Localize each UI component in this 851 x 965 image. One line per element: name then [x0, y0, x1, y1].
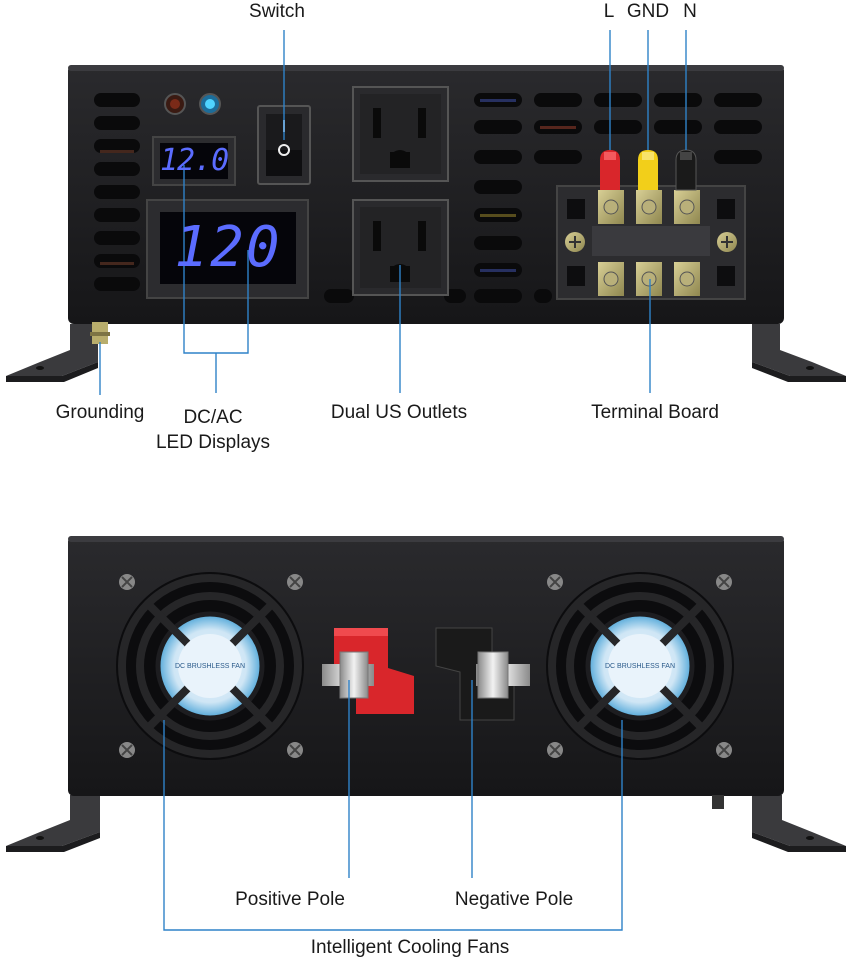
left-cooling-fan: DC BRUSHLESS FAN — [116, 572, 304, 760]
live-wire-terminal — [600, 150, 620, 190]
switch-label: Switch — [249, 1, 305, 22]
power-switch[interactable] — [257, 105, 311, 185]
live-label: L — [603, 1, 615, 22]
ground-label: GND — [626, 1, 670, 22]
rear-ground-post — [712, 795, 724, 809]
left-fan-label: DC BRUSHLESS FAN — [175, 663, 245, 670]
front-right-vents — [324, 93, 762, 303]
ground-wire-terminal — [638, 150, 658, 190]
terminal-board — [556, 185, 746, 300]
right-cooling-fan: DC BRUSHLESS FAN — [546, 572, 734, 760]
ac-display-digits: 120 — [174, 215, 282, 280]
rear-callout-lines — [163, 680, 623, 931]
right-fan-label: DC BRUSHLESS FAN — [605, 663, 675, 670]
negative-pole-label: Negative Pole — [454, 889, 574, 910]
internal-wires — [100, 99, 576, 272]
outlets-label: Dual US Outlets — [330, 402, 468, 423]
cooling-fans-label: Intelligent Cooling Fans — [310, 937, 510, 958]
dc-voltage-display — [152, 136, 236, 186]
rear-right-mounting-foot — [752, 795, 846, 852]
front-left-mounting-foot — [6, 324, 98, 382]
neutral-wire-terminal — [675, 149, 697, 191]
front-callout-lines — [99, 30, 687, 395]
front-left-vents — [94, 93, 140, 291]
neutral-label: N — [683, 1, 697, 22]
terminal-board-label: Terminal Board — [591, 402, 719, 423]
negative-pole-terminal — [435, 627, 530, 721]
rear-panel: DC BRUSHLESS FAN DC BRUSHLESS FAN — [6, 536, 846, 852]
rear-left-mounting-foot — [6, 795, 100, 852]
displays-label-line2: LED Displays — [155, 432, 271, 453]
front-panel — [6, 65, 846, 382]
front-right-mounting-foot — [752, 324, 846, 382]
grounding-screw — [90, 322, 110, 344]
us-outlet-top[interactable] — [352, 86, 449, 182]
cooling-fans-callout-line — [163, 720, 623, 931]
ac-voltage-display — [146, 199, 309, 299]
displays-label-line1: DC/AC — [183, 407, 243, 428]
grounding-label: Grounding — [55, 402, 145, 423]
positive-pole-label: Positive Pole — [235, 889, 345, 910]
positive-pole-terminal — [322, 628, 414, 714]
dc-display-digits: 12.0 — [160, 143, 229, 178]
